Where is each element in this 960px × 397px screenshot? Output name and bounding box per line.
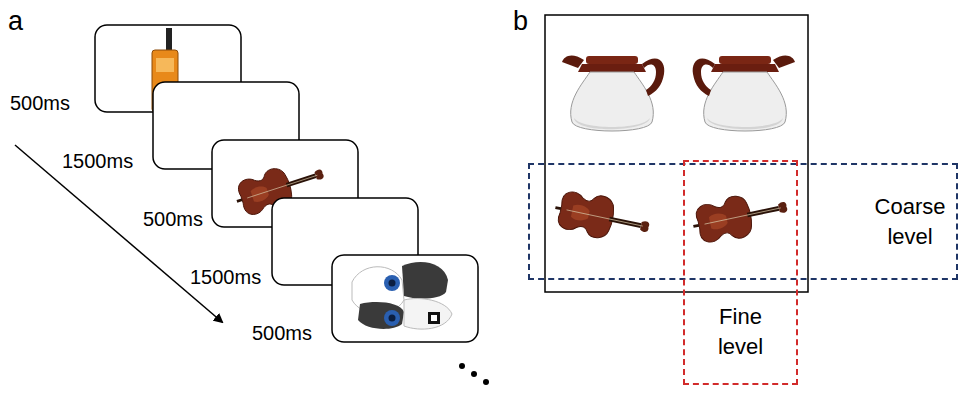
duration-label: 1500ms <box>62 150 133 172</box>
duration-label: 500ms <box>143 208 203 230</box>
panel-letter: b <box>513 6 528 36</box>
duration-label: 1500ms <box>190 266 261 288</box>
panel-letter: a <box>8 6 23 36</box>
coarse-level-box: Coarse level <box>528 163 958 280</box>
level-label: Fine level <box>696 302 786 362</box>
fine-level-box: Fine level <box>683 160 798 385</box>
duration-label: 500ms <box>252 322 312 344</box>
level-label: Coarse level <box>860 192 960 252</box>
duration-label: 500ms <box>10 92 70 114</box>
